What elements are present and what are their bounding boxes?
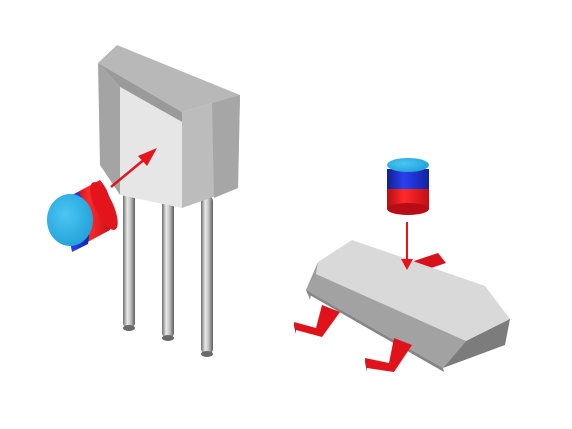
to92-pins: [123, 188, 213, 357]
top-arrow-head: [401, 259, 413, 270]
top-magnet-south: [387, 169, 429, 189]
side-magnet: [47, 180, 118, 252]
to92-body: [98, 45, 240, 208]
sot23-body: [306, 240, 510, 372]
sot23-top-face: [316, 240, 510, 341]
sot23-lead-front-right: [365, 338, 412, 372]
to92-left-bevel: [98, 63, 120, 195]
top-magnet: [387, 158, 429, 215]
top-arrow: [401, 222, 413, 270]
side-arrow: [110, 148, 157, 188]
to92-flat-face: [120, 87, 182, 208]
to92-upper-edge: [98, 63, 182, 122]
to92-top-face: [98, 45, 240, 112]
to92-hall-sensor: [98, 45, 240, 357]
side-magnet-face: [47, 194, 93, 246]
to92-pin-middle: [162, 198, 174, 338]
top-magnet-face: [387, 158, 429, 172]
sot23-hall-sensor: [294, 240, 510, 372]
to92-pin-left: [123, 188, 135, 328]
sot23-right-face: [443, 319, 510, 368]
to92-pin-right: [201, 196, 213, 354]
sot23-lead-front-left: [294, 305, 340, 337]
sot23-front-face: [306, 274, 466, 368]
side-arrow-head: [138, 148, 157, 166]
